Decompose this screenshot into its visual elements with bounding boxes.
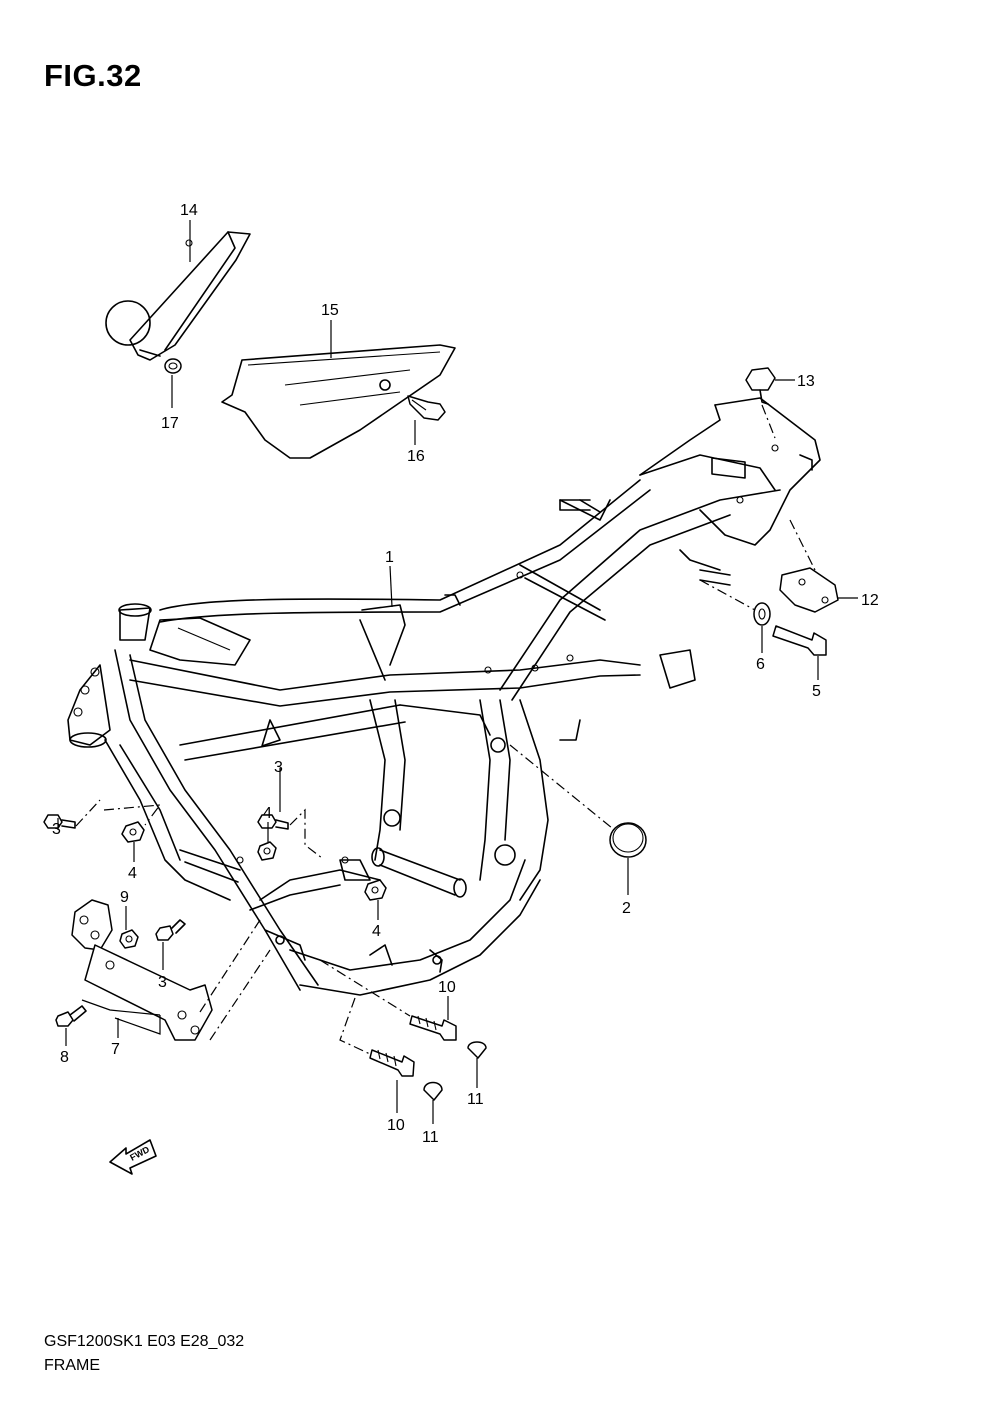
callout-17: 17 bbox=[161, 415, 179, 432]
callout-9: 9 bbox=[120, 889, 129, 906]
part-4-nut-a[interactable] bbox=[121, 821, 145, 843]
part-3-bolt-b[interactable] bbox=[257, 814, 289, 830]
callout-15: 15 bbox=[321, 302, 339, 319]
callout-6: 6 bbox=[756, 656, 765, 673]
callout-1: 1 bbox=[385, 549, 394, 566]
part-11-cap-a[interactable] bbox=[467, 1041, 487, 1059]
callout-3-mid: 3 bbox=[274, 759, 283, 776]
leader-1 bbox=[389, 565, 393, 608]
diagram-code: GSF1200SK1 E03 E28_032 bbox=[44, 1333, 245, 1350]
callout-2: 2 bbox=[622, 900, 631, 917]
callout-8: 8 bbox=[60, 1049, 69, 1066]
callout-13: 13 bbox=[797, 373, 815, 390]
fwd-arrow-icon: FWD bbox=[109, 1139, 157, 1175]
part-14-side-cover[interactable] bbox=[105, 231, 251, 361]
part-12-bracket[interactable] bbox=[779, 567, 839, 613]
dash-13 bbox=[761, 404, 776, 439]
callout-5: 5 bbox=[812, 683, 821, 700]
callout-4-right: 4 bbox=[372, 923, 381, 940]
dash-10a bbox=[319, 959, 411, 1017]
callout-10-bottom: 10 bbox=[387, 1117, 405, 1134]
callout-4-mid: 4 bbox=[263, 805, 272, 822]
dash-4a bbox=[103, 804, 162, 826]
callout-11-left: 11 bbox=[422, 1129, 439, 1146]
callout-3-low: 3 bbox=[158, 974, 167, 991]
dash-3a bbox=[75, 799, 101, 827]
dash-7 bbox=[209, 949, 271, 1041]
diagram-name: FRAME bbox=[44, 1357, 100, 1374]
part-9-nut[interactable] bbox=[119, 929, 139, 949]
part-15-frame-cover[interactable] bbox=[221, 344, 456, 459]
part-4-nut-c[interactable] bbox=[364, 879, 387, 901]
part-2-cap[interactable] bbox=[609, 822, 647, 858]
part-1-main-frame[interactable] bbox=[67, 397, 821, 996]
callout-14: 14 bbox=[180, 202, 198, 219]
part-16-screw[interactable] bbox=[407, 395, 446, 421]
part-5-bolt[interactable] bbox=[772, 625, 827, 656]
figure-title: FIG.32 bbox=[44, 58, 142, 93]
part-3-bolt-c[interactable] bbox=[155, 919, 186, 941]
dash-7b bbox=[199, 919, 261, 1013]
callout-4-left: 4 bbox=[128, 865, 137, 882]
dash-3b bbox=[289, 808, 323, 859]
part-8-bolt[interactable] bbox=[55, 1005, 87, 1027]
part-7-engine-mount[interactable] bbox=[71, 899, 213, 1041]
callout-3-left: 3 bbox=[52, 821, 61, 838]
part-17-grommet[interactable] bbox=[164, 358, 182, 374]
callout-10-top: 10 bbox=[438, 979, 456, 996]
callout-16: 16 bbox=[407, 448, 425, 465]
dash-12 bbox=[789, 519, 816, 571]
dash-10b bbox=[339, 997, 371, 1055]
part-11-cap-b[interactable] bbox=[423, 1081, 443, 1101]
callout-7: 7 bbox=[111, 1041, 120, 1058]
part-4-nut-b[interactable] bbox=[257, 841, 277, 861]
part-6-washer[interactable] bbox=[753, 602, 771, 626]
callout-11-right: 11 bbox=[467, 1091, 484, 1108]
part-10-bolt-b[interactable] bbox=[369, 1049, 415, 1077]
dash-2 bbox=[509, 744, 613, 829]
part-10-bolt-a[interactable] bbox=[409, 1015, 457, 1041]
callout-12: 12 bbox=[861, 592, 879, 609]
